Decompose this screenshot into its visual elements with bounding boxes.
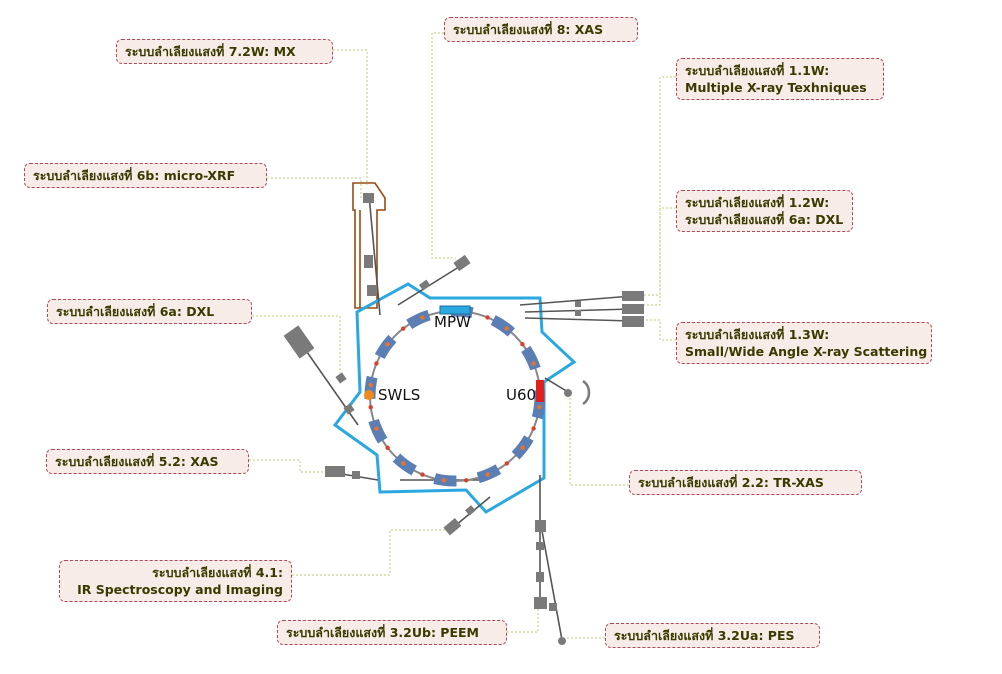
leader-bl72w [333,49,368,185]
quadrupole-dot [374,426,379,431]
component-7-2w-end [363,193,374,203]
component-6a-b [343,403,355,415]
quadrupole-dot [420,315,425,320]
quadrupole-dot [385,342,390,347]
quadrupole-dot [374,361,379,366]
leader-bl41 [292,529,450,576]
component-7-2w-a [364,255,373,268]
quadrupole-dot [520,342,525,347]
swls-label: SWLS [378,386,420,404]
label-line: ระบบลำเลียงแสงที่ 5.2: XAS [55,454,219,469]
quadrupole-dot [485,315,490,320]
quadrupole-dot [485,472,490,477]
component-3-2-c [536,572,544,582]
label-line: ระบบลำเลียงแสงที่ 6a: DXL [56,304,215,319]
label-bl32ua: ระบบลำเลียงแสงที่ 3.2Ua: PES [605,623,820,648]
component-1-b [575,310,581,316]
label-line: ระบบลำเลียงแสงที่ 4.1: [152,565,283,580]
label-bl52: ระบบลำเลียงแสงที่ 5.2: XAS [46,449,249,474]
swls-device [364,390,374,400]
label-line: ระบบลำเลียงแสงที่ 6b: micro-XRF [33,168,236,183]
leader-lines [249,32,676,639]
leader-bl11w [640,76,676,296]
label-line: IR Spectroscopy and Imaging [77,582,283,597]
component-5-2-end [325,466,345,477]
leader-bl22 [569,395,629,486]
leader-bl32ub [507,605,539,633]
component-3-2ua-a [549,603,557,611]
leader-bl13w [640,319,676,341]
component-8-a [419,279,431,291]
label-line: Multiple X-ray Texhniques [685,80,867,95]
quadrupole-dot [504,326,509,331]
beamline-components [283,193,644,645]
quadrupole-dot [368,382,373,388]
label-bl6a: ระบบลำเลียงแสงที่ 6a: DXL [47,299,252,324]
label-bl32ub: ระบบลำเลียงแสงที่ 3.2Ub: PEEM [277,620,507,645]
component-1-1w-end [622,291,644,301]
building-outline [332,282,577,514]
label-line: ระบบลำเลียงแสงที่ 1.2W: [685,195,830,210]
quadrupole-dot [464,478,469,483]
u60-device [536,380,544,402]
label-line: ระบบลำเลียงแสงที่ 1.1W: [685,63,830,78]
quadrupole-dot [531,361,536,366]
component-4-1-a [465,505,476,516]
label-bl22: ระบบลำเลียงแสงที่ 2.2: TR-XAS [629,470,862,495]
label-line: ระบบลำเลียงแสงที่ 2.2: TR-XAS [638,475,824,490]
label-line: ระบบลำเลียงแสงที่ 1.3W: [685,327,830,342]
quadrupole-dot [368,405,373,410]
quadrupole-dot [420,472,425,477]
hutch-7-2w [352,182,386,309]
leader-bl8 [431,32,456,259]
leader-bl6b [267,177,362,200]
component-1-a [575,301,581,307]
component-6a-a [335,372,347,384]
label-bl11w: ระบบลำเลียงแสงที่ 1.1W: Multiple X-ray T… [676,58,884,100]
label-bl13w: ระบบลำเลียงแสงที่ 1.3W: Small/Wide Angle… [676,322,932,364]
component-7-2w-b [367,285,376,296]
label-line: ระบบลำเลียงแสงที่ 3.2Ua: PES [614,628,795,643]
label-line: Small/Wide Angle X-ray Scattering [685,344,928,359]
component-3-2-a [535,520,546,532]
component-3-2ub-end [534,597,547,609]
label-bl72w: ระบบลำเลียงแสงที่ 7.2W: MX [116,39,333,64]
leader-bl52 [249,459,325,473]
component-1-2w-end [622,304,644,314]
quadrupole-dot [531,426,536,431]
label-line: ระบบลำเลียงแสงที่ 8: XAS [453,22,604,37]
quadrupole-dot [504,461,509,466]
u60-label: U60 [506,386,536,404]
quadrupole-dot [385,445,390,450]
quadrupole-dot [401,461,406,466]
quadrupole-dot [441,478,447,483]
label-bl8: ระบบลำเลียงแสงที่ 8: XAS [444,17,638,42]
component-6a-end [283,325,315,359]
mpw-label: MPW [434,313,471,331]
component-5-2-a [352,471,360,479]
component-2-2-end [564,389,572,397]
component-3-2ua-end [558,637,566,645]
component-3-2-b [536,542,544,550]
quadrupole-dot [520,445,525,450]
leader-bl6a [252,315,341,373]
mpw-device [439,305,471,315]
label-bl6b: ระบบลำเลียงแสงที่ 6b: micro-XRF [24,163,267,188]
component-8-end [453,254,471,272]
leader-bl12w [640,207,676,306]
component-1-3w-end [622,316,644,327]
label-bl41: ระบบลำเลียงแสงที่ 4.1: IR Spectroscopy a… [59,560,292,602]
component-2-2-arc [582,379,591,406]
label-bl12w: ระบบลำเลียงแสงที่ 1.2W: ระบบลำเลียงแสงที… [676,190,853,232]
label-line: ระบบลำเลียงแสงที่ 6a: DXL [685,212,844,227]
label-line: ระบบลำเลียงแสงที่ 3.2Ub: PEEM [286,625,479,640]
label-line: ระบบลำเลียงแสงที่ 7.2W: MX [125,44,296,59]
quadrupole-dot [537,404,542,410]
component-4-1-end [443,518,462,536]
quadrupole-dot [401,326,406,331]
